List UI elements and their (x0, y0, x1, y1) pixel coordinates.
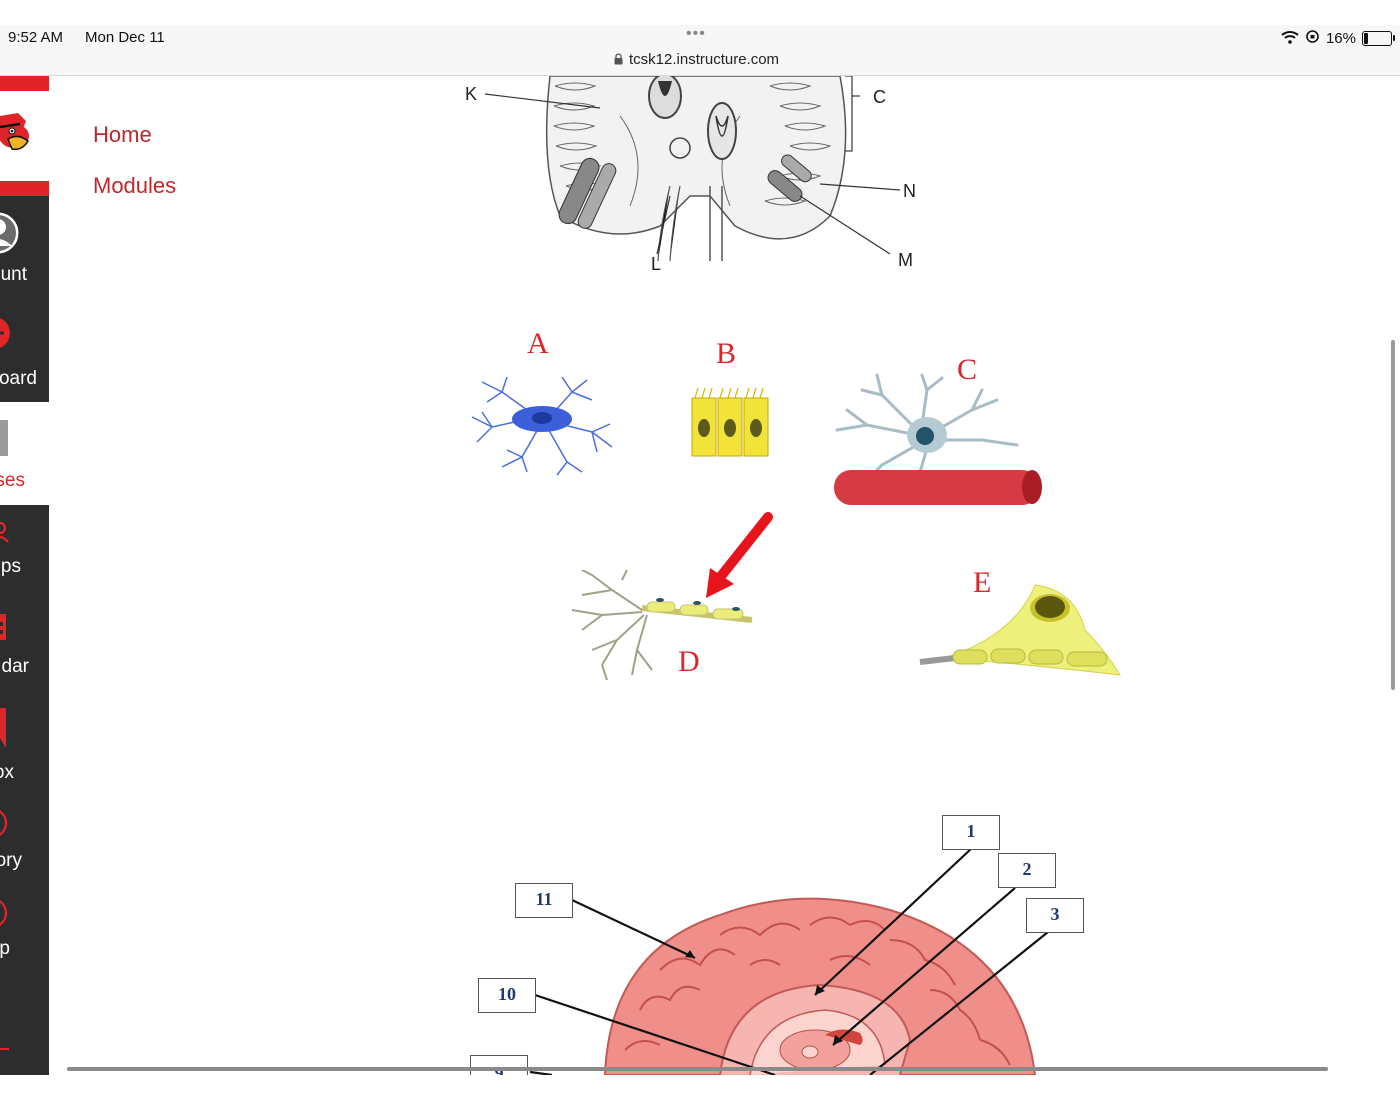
brain-label-box-11: 11 (515, 883, 573, 918)
cell-label-c: C (957, 353, 978, 386)
nav-account-label: unt (0, 264, 27, 285)
battery-icon (1362, 31, 1395, 46)
nav-history-label: ory (0, 850, 22, 871)
address-bar[interactable]: tcsk12.instructure.com (614, 51, 779, 69)
nav-courses[interactable]: ses (0, 412, 49, 502)
nav-history[interactable]: ory (0, 806, 49, 886)
kidney-leader-lines (484, 93, 901, 255)
brain-sagittal-image (603, 897, 1037, 1075)
brain-label-11: 11 (535, 889, 553, 909)
brain-label-box-10: 10 (478, 978, 536, 1013)
status-right-group: 16% (1281, 29, 1395, 48)
kidney-label-c: C (873, 87, 886, 107)
kidney-label-l: L (651, 254, 662, 274)
groups-icon (0, 521, 9, 543)
red-arrow-icon (706, 512, 773, 598)
multitask-dots-icon[interactable]: ••• (686, 25, 706, 42)
cell-label-a: A (527, 327, 549, 360)
nav-courses-active-bg (0, 402, 49, 505)
global-navigation: unt oard ses ps dar ox (0, 76, 49, 1075)
brain-label-box-9: 9 (470, 1055, 528, 1075)
nav-help-label: p (0, 938, 10, 959)
nav-account[interactable]: unt (0, 206, 49, 296)
brain-leader-lines (529, 847, 1049, 1075)
vertical-scrollbar[interactable] (1391, 340, 1395, 690)
course-nav-home[interactable]: Home (93, 122, 152, 147)
nav-help[interactable]: p (0, 896, 49, 976)
nav-inbox[interactable]: ox (0, 706, 49, 796)
wifi-icon (1281, 30, 1299, 48)
cell-label-d: D (678, 645, 700, 678)
nav-dashboard[interactable]: oard (0, 314, 49, 404)
history-icon (0, 810, 8, 836)
battery-percent: 16% (1325, 30, 1356, 47)
horizontal-scrollbar[interactable] (67, 1067, 1328, 1071)
ios-status-bar: 9:52 AM Mon Dec 11 ••• tcsk12.instructur… (0, 25, 1400, 76)
brain-label-box-2: 2 (998, 853, 1056, 888)
brain-label-10: 10 (498, 984, 516, 1004)
lock-icon (614, 52, 623, 69)
course-navigation: Home (93, 122, 152, 148)
nav-inbox-label: ox (0, 762, 14, 783)
nav-collapse-icon[interactable] (0, 1048, 9, 1050)
nav-courses-label: ses (0, 470, 25, 491)
url-text: tcsk12.instructure.com (629, 51, 780, 68)
nav-calendar[interactable]: dar (0, 606, 49, 696)
brain-label-box-3: 3 (1026, 898, 1084, 933)
kidney-label-m: M (898, 250, 913, 270)
nav-dashboard-label: oard (0, 368, 37, 389)
cell-label-b: B (716, 337, 737, 370)
cell-a-image (471, 376, 613, 476)
inbox-icon (0, 708, 6, 748)
course-navigation-2: Modules (93, 173, 176, 199)
kidney-label-n: N (903, 181, 916, 201)
brain-label-1: 1 (966, 821, 976, 841)
kidney-label-k: K (465, 84, 478, 104)
brain-label-3: 3 (1050, 904, 1060, 924)
course-nav-modules[interactable]: Modules (93, 173, 177, 198)
nav-groups[interactable]: ps (0, 516, 49, 596)
account-avatar-icon (0, 212, 19, 254)
brain-label-2: 2 (1022, 859, 1032, 879)
courses-icon (0, 420, 8, 456)
dashboard-icon (0, 318, 10, 348)
status-time: 9:52 AM (8, 29, 64, 46)
battery-level (1364, 33, 1368, 44)
cell-b-image (691, 387, 769, 457)
school-logo[interactable] (0, 76, 49, 196)
status-date: Mon Dec 11 (85, 29, 165, 46)
calendar-icon (0, 614, 6, 640)
brain-label-box-1: 1 (942, 815, 1000, 850)
orientation-lock-icon (1305, 29, 1320, 48)
cell-c-image (834, 373, 1042, 505)
cell-e-image (919, 584, 1121, 676)
cell-label-e: E (973, 566, 992, 599)
help-icon (0, 900, 8, 926)
cell-d-image (571, 570, 753, 681)
nav-calendar-label: dar (1, 656, 29, 677)
cardinal-logo-icon (0, 113, 29, 151)
nav-groups-label: ps (0, 556, 21, 577)
kidney-diagram-image (545, 76, 860, 262)
